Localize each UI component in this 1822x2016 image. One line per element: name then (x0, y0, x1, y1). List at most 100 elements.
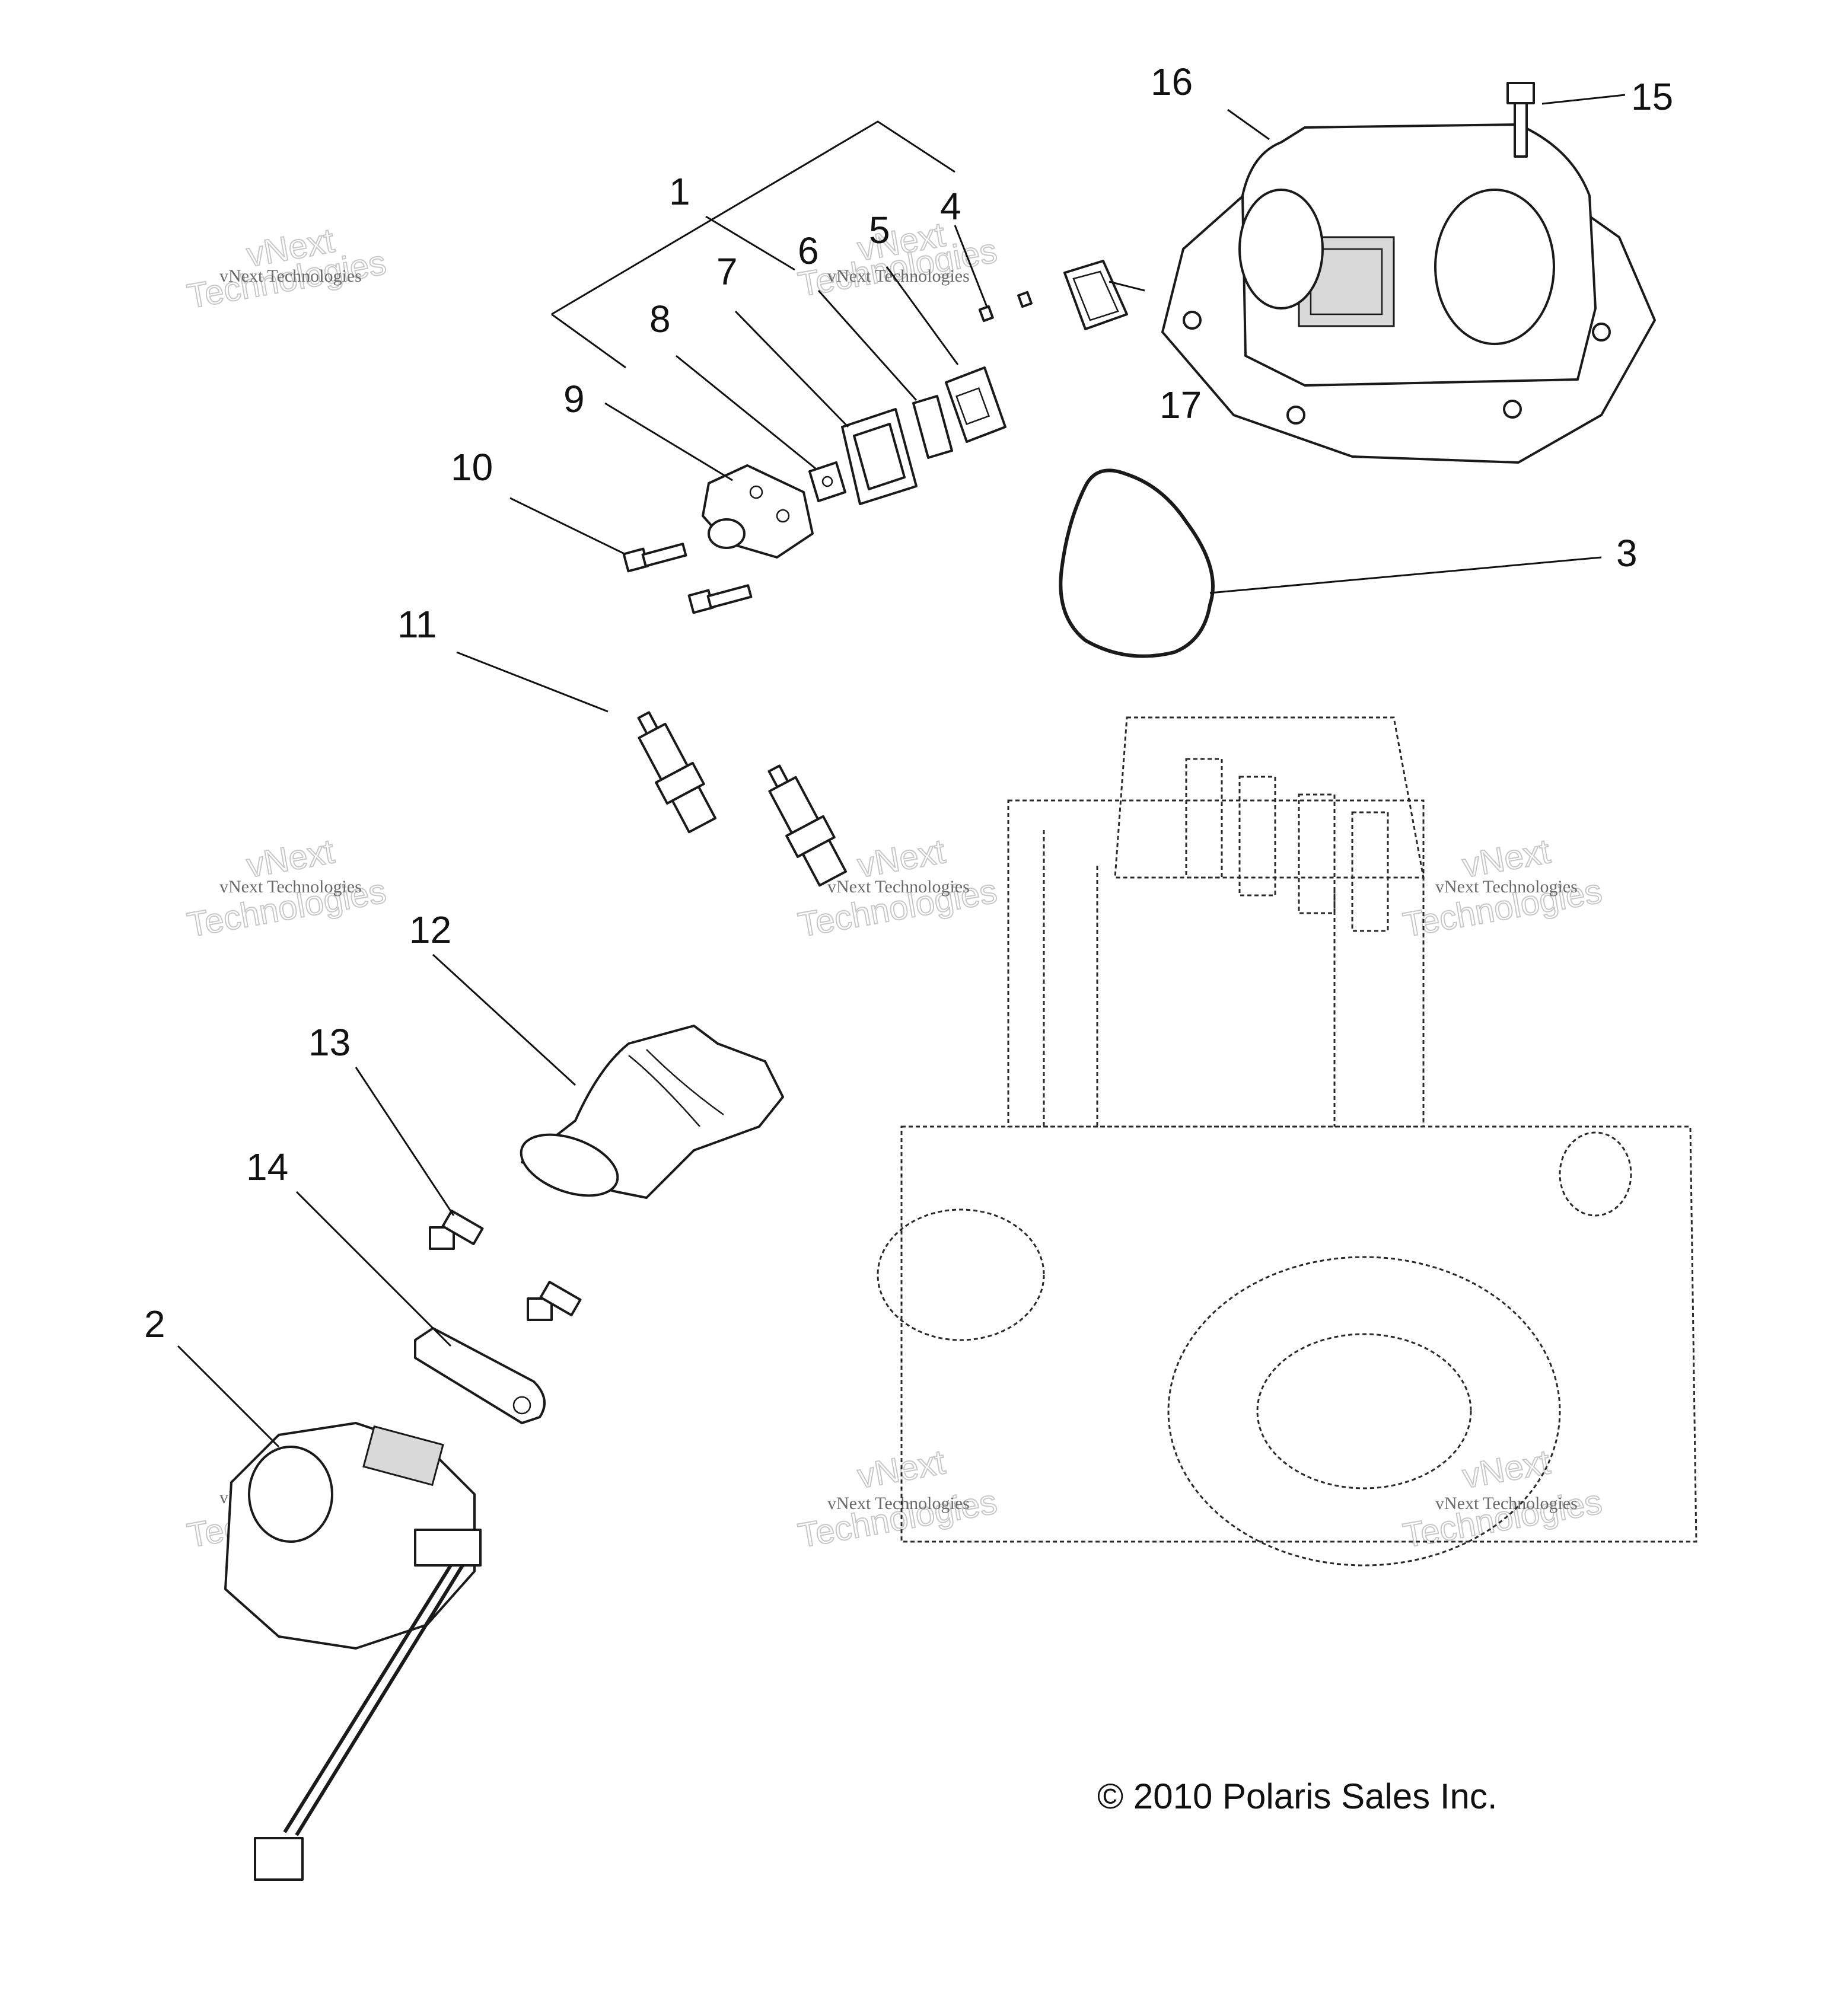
bolt-15 (1506, 82, 1535, 158)
callout-9: 9 (563, 378, 585, 420)
callout-1: 1 (669, 170, 690, 213)
throttle-sensor (414, 1529, 482, 1567)
watermark-mid-left: Technologies vNext vNext Technologies (184, 831, 390, 945)
bracket-body (414, 1327, 546, 1424)
wire-connector (254, 1837, 304, 1881)
gasket-inner (1072, 270, 1119, 321)
watermark-text: vNext Technologies (1435, 877, 1578, 897)
leader-5 (885, 266, 959, 365)
throttle-bracket (362, 1425, 444, 1487)
callout-14: 14 (246, 1146, 288, 1188)
leader-3 (1209, 556, 1602, 594)
bracket-line (551, 313, 626, 369)
bracket-14 (414, 1327, 546, 1424)
leader-10 (509, 497, 626, 556)
boot-rib (646, 1049, 724, 1116)
throttle-bore (248, 1446, 333, 1543)
pins-4 (978, 291, 1033, 323)
leader-15 (1541, 94, 1626, 105)
bolt-shank (539, 1281, 582, 1316)
valve-spring (1351, 811, 1389, 932)
callout-3: 3 (1616, 532, 1638, 575)
sensor-wire (295, 1564, 464, 1836)
cover-bolt-hole (1286, 406, 1305, 425)
callout-16: 16 (1151, 60, 1193, 103)
gasket-8 (808, 461, 846, 502)
leader-4 (954, 225, 989, 309)
plug-body (671, 785, 717, 834)
leader-9 (604, 402, 733, 481)
watermark-text: vNext Technologies (827, 877, 970, 897)
housing-hole (776, 509, 790, 523)
engine-magneto (1167, 1256, 1561, 1567)
watermark-text: vNext Technologies (219, 877, 362, 897)
intake-boot-12 (520, 1025, 784, 1199)
cover-bolt-hole (1183, 311, 1202, 330)
plate-6 (912, 395, 953, 459)
plate-window (955, 387, 990, 425)
leader-lines (177, 94, 1626, 1448)
gasket-plate (1063, 260, 1128, 330)
cover-dome (1434, 189, 1555, 345)
cover-dome (1238, 189, 1324, 310)
plug-body (801, 838, 848, 887)
watermark-bottom-center: Technologies vNext vNext Technologies (795, 1442, 1001, 1556)
callout-12: 12 (409, 908, 451, 951)
bolt-10 (622, 543, 687, 573)
kit-bracket (551, 120, 955, 369)
throttle-body-2 (224, 1422, 482, 1881)
callout-5: 5 (869, 209, 890, 251)
bolt-shank (1514, 102, 1528, 158)
housing-hole (749, 485, 763, 499)
pin (1017, 291, 1033, 308)
bolt-10b (687, 584, 753, 614)
cover-gasket-3 (1059, 468, 1215, 658)
callout-numbers: 1 2 3 4 5 6 7 8 9 10 11 12 13 14 15 16 1… (144, 60, 1673, 1345)
cover-bolt-hole (1592, 323, 1611, 342)
gasket-hole (821, 476, 833, 487)
watermark-top-left: Technologies vNext vNext Technologies (184, 221, 390, 317)
gasket-17 (1063, 260, 1128, 330)
bracket-line (551, 120, 955, 315)
gasket-outline (808, 461, 846, 502)
bolt-shank (441, 1210, 484, 1245)
engine-port (1559, 1131, 1632, 1217)
valve-spring (1185, 758, 1223, 879)
watermark-text: vNext Technologies (827, 1494, 970, 1513)
leader-12 (432, 953, 576, 1086)
watermark-text: vNext Technologies (219, 266, 362, 286)
bolt-13 (429, 1210, 484, 1250)
leader-7 (734, 310, 849, 428)
watermark-mid-right: Technologies vNext vNext Technologies (1400, 831, 1606, 945)
callout-6: 6 (798, 229, 819, 272)
callout-7: 7 (716, 250, 738, 293)
cover-bolt-hole (1503, 400, 1522, 419)
valve-spring (1238, 776, 1276, 897)
boot-rib (628, 1055, 700, 1127)
housing-nozzle (708, 518, 746, 549)
pin (978, 305, 994, 323)
engine-magneto-inner (1256, 1333, 1472, 1489)
leader-6 (817, 290, 918, 401)
watermark-bottom-right: Technologies vNext vNext Technologies (1400, 1442, 1606, 1556)
bolt-13b (527, 1281, 582, 1321)
boot-mouth (520, 1133, 619, 1197)
copyright-text: © 2010 Polaris Sales Inc. (1097, 1776, 1498, 1816)
leader-14 (295, 1191, 452, 1347)
watermark-text: vNext Technologies (1435, 1494, 1578, 1513)
engine-crankcase (900, 1125, 1697, 1543)
callout-17: 17 (1160, 384, 1202, 426)
engine-cover (877, 1208, 1045, 1341)
leader-16 (1227, 109, 1270, 141)
watermark-text: vNext (1460, 1443, 1553, 1496)
callout-2: 2 (144, 1303, 165, 1345)
engine-head (1114, 716, 1425, 879)
spark-plug-11b (767, 764, 848, 887)
bolt-shank (641, 543, 687, 567)
plate-outline (945, 366, 1006, 443)
callout-10: 10 (451, 446, 493, 489)
callout-15: 15 (1631, 75, 1673, 118)
sensor-housing-9 (702, 464, 814, 559)
leader-13 (355, 1067, 455, 1216)
